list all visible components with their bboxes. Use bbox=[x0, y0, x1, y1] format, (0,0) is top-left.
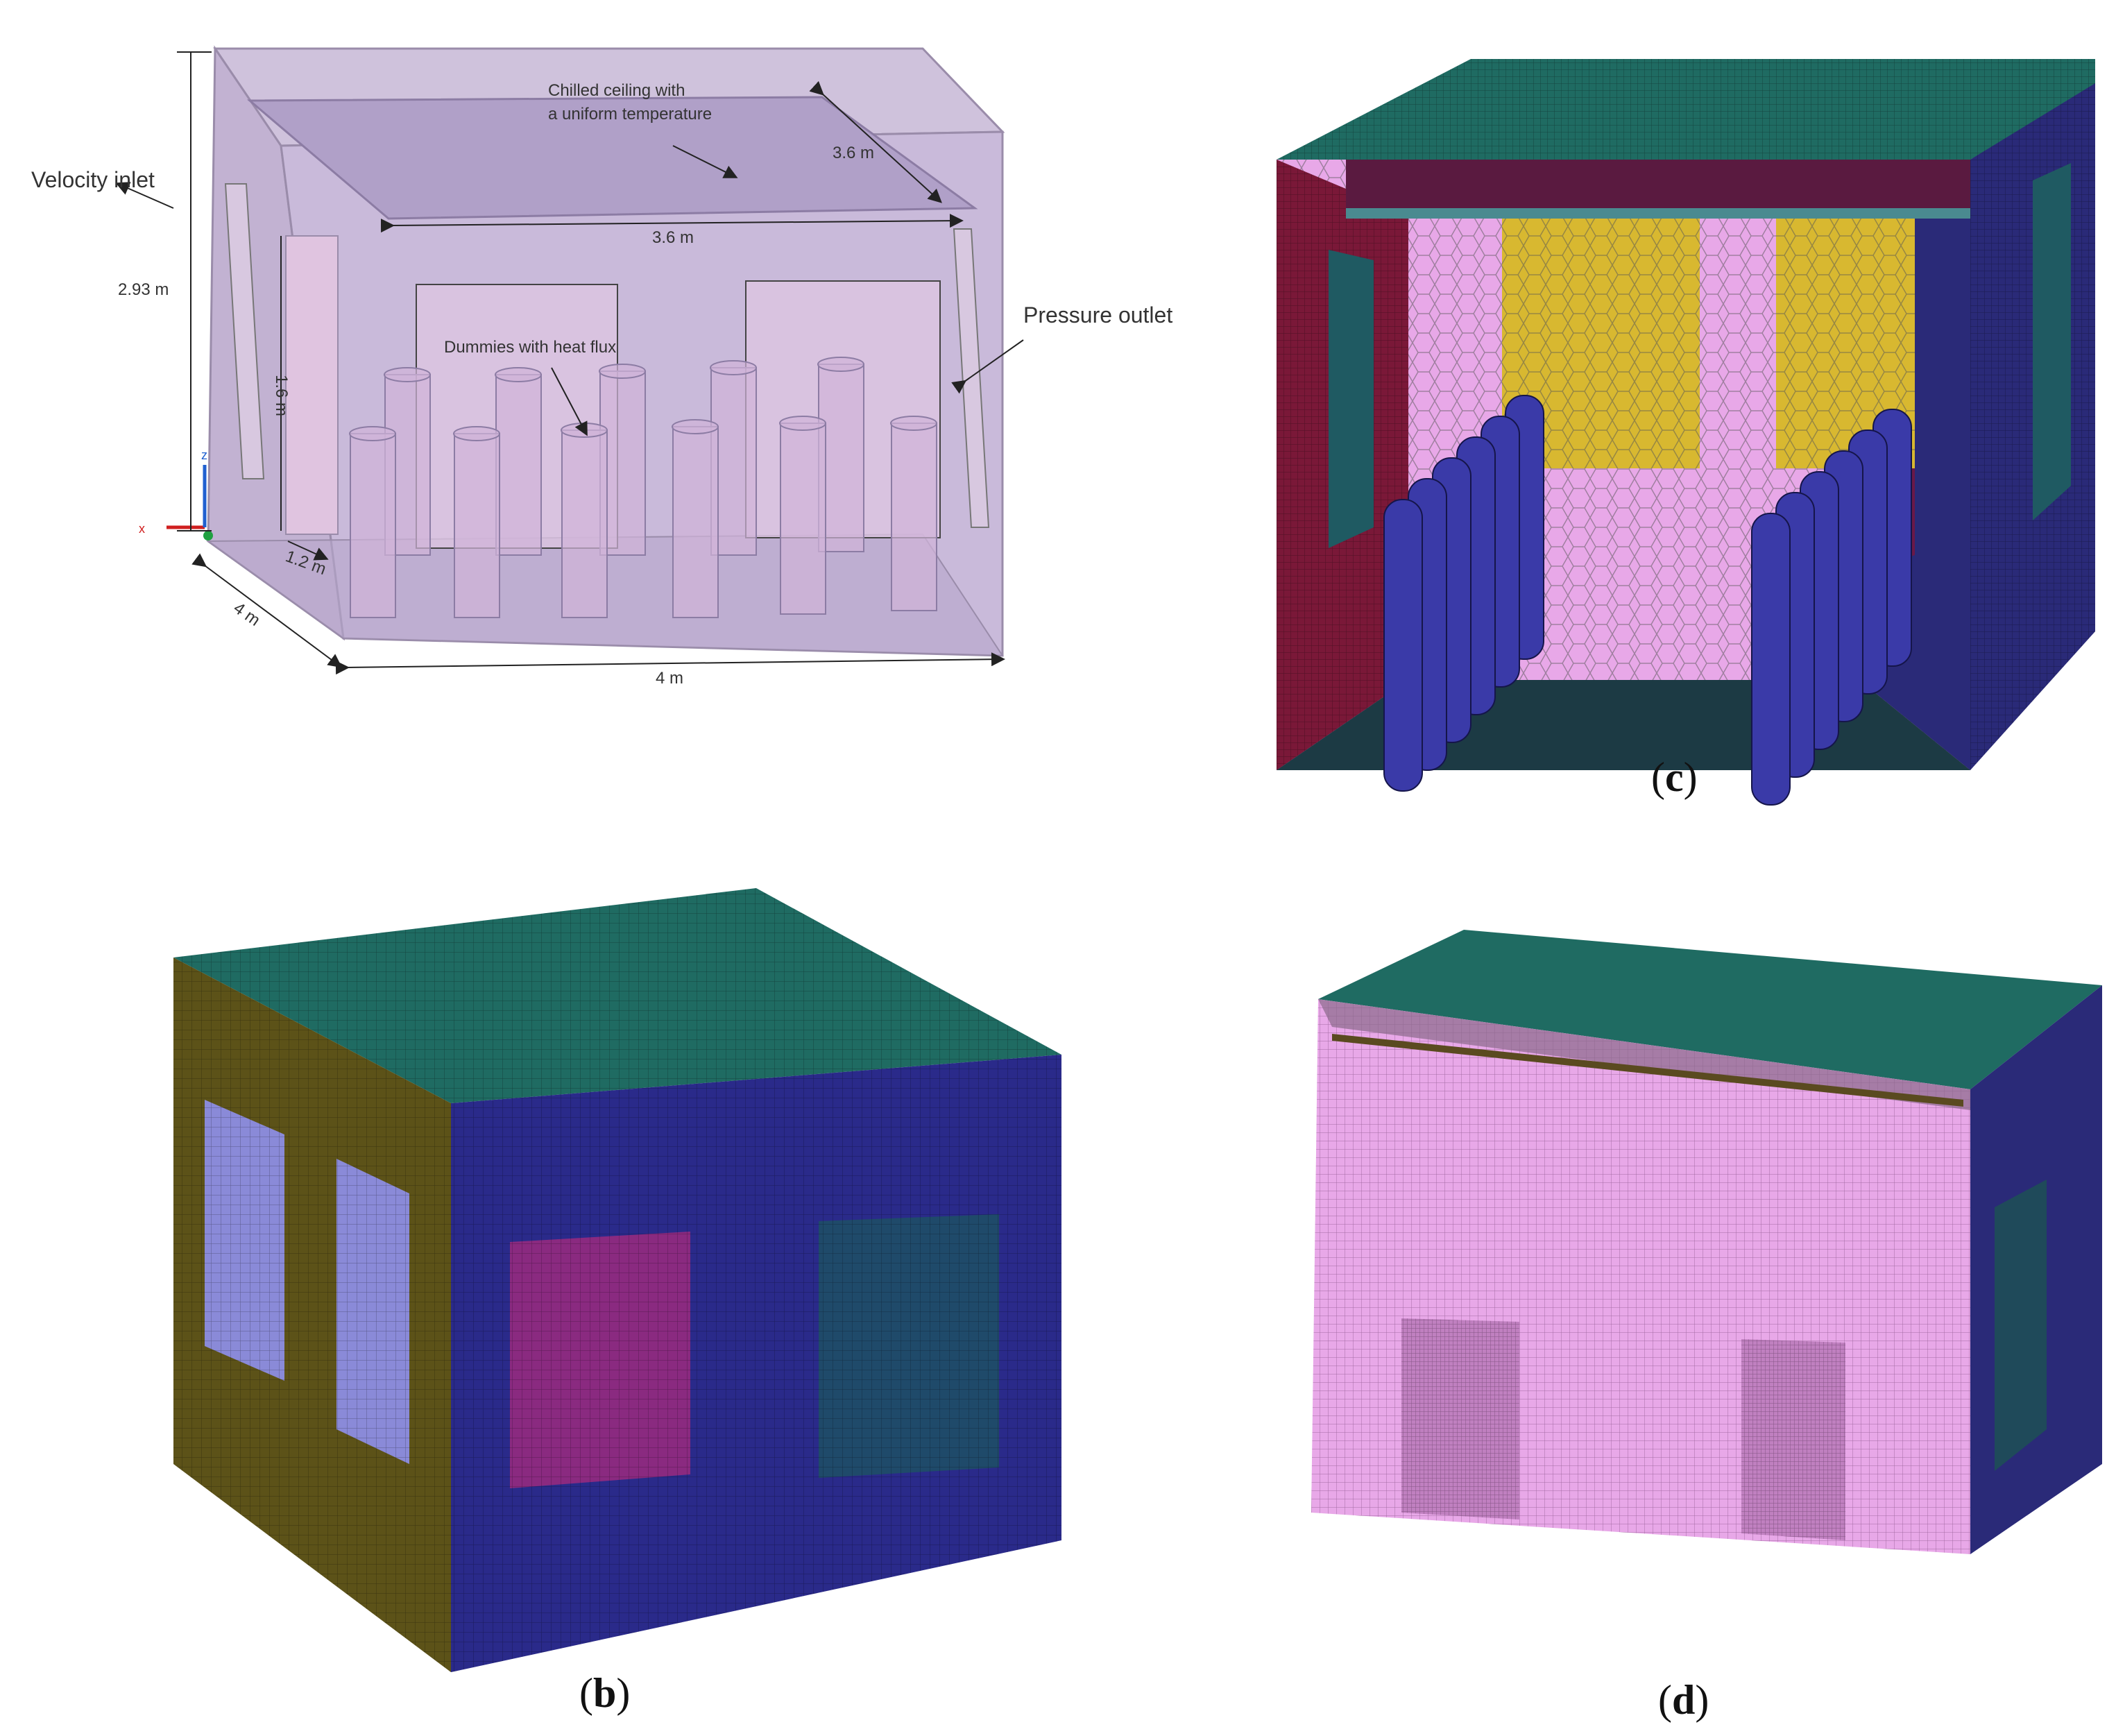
pressure-outlet-surface bbox=[953, 228, 990, 528]
panel-d-section-mesh: (d) bbox=[1270, 916, 2102, 1735]
mesh-ceiling-plate bbox=[1346, 208, 1970, 219]
dim-depth-label: 4 m bbox=[230, 599, 264, 630]
svg-text:x: x bbox=[139, 522, 145, 536]
mesh-ceiling-strip bbox=[1332, 1034, 1963, 1107]
section-mesh-render: (d) bbox=[1311, 930, 2102, 1723]
mesh-top-face bbox=[1318, 930, 2102, 1089]
interior-mesh-render: (c) bbox=[1277, 59, 2095, 806]
geometry-diagram: x z Velocity inlet Pressure outlet Chill… bbox=[31, 45, 1172, 688]
chilled-ceiling-plate bbox=[246, 96, 978, 220]
dim-height-label: 2.93 m bbox=[118, 280, 169, 299]
panel-c-interior-mesh: (c) bbox=[1235, 42, 2095, 819]
exterior-mesh-render: (b) bbox=[173, 888, 1061, 1716]
panel-b-exterior-mesh: (b) bbox=[153, 874, 1082, 1735]
caption-b: (b) bbox=[579, 1670, 630, 1716]
mesh-boundary-layer bbox=[1318, 999, 1970, 1110]
pressure-outlet-label: Pressure outlet bbox=[1023, 303, 1172, 327]
svg-text:z: z bbox=[201, 448, 207, 462]
mesh-right-window bbox=[1995, 1180, 2047, 1471]
chilled-ceiling-label-line1: Chilled ceiling with bbox=[548, 81, 685, 100]
dim-ceiling-depth-label: 3.6 m bbox=[833, 144, 874, 162]
caption-c: (c) bbox=[1651, 754, 1698, 800]
mesh-dummies-group bbox=[1383, 395, 1912, 806]
mesh-left-window bbox=[1329, 250, 1374, 548]
velocity-inlet-surface bbox=[224, 183, 265, 479]
dummies-label: Dummies with heat flux bbox=[444, 338, 616, 357]
mesh-ceiling-band bbox=[1346, 160, 1970, 208]
chilled-ceiling-label-line2: a uniform temperature bbox=[548, 105, 712, 124]
panel-a-geometry: x z Velocity inlet Pressure outlet Chill… bbox=[0, 0, 1221, 694]
dim-ceiling-width-label: 3.6 m bbox=[652, 228, 694, 247]
axis-triad: x z bbox=[139, 448, 213, 541]
velocity-inlet-label: Velocity inlet bbox=[31, 167, 155, 192]
window-left-1 bbox=[285, 235, 339, 535]
mesh-right-window bbox=[2033, 163, 2071, 520]
caption-d: (d) bbox=[1658, 1677, 1709, 1723]
dim-width-label: 4 m bbox=[656, 669, 683, 688]
dim-window-height-label: 1.6 m bbox=[272, 375, 291, 416]
dummies-group bbox=[349, 357, 937, 618]
